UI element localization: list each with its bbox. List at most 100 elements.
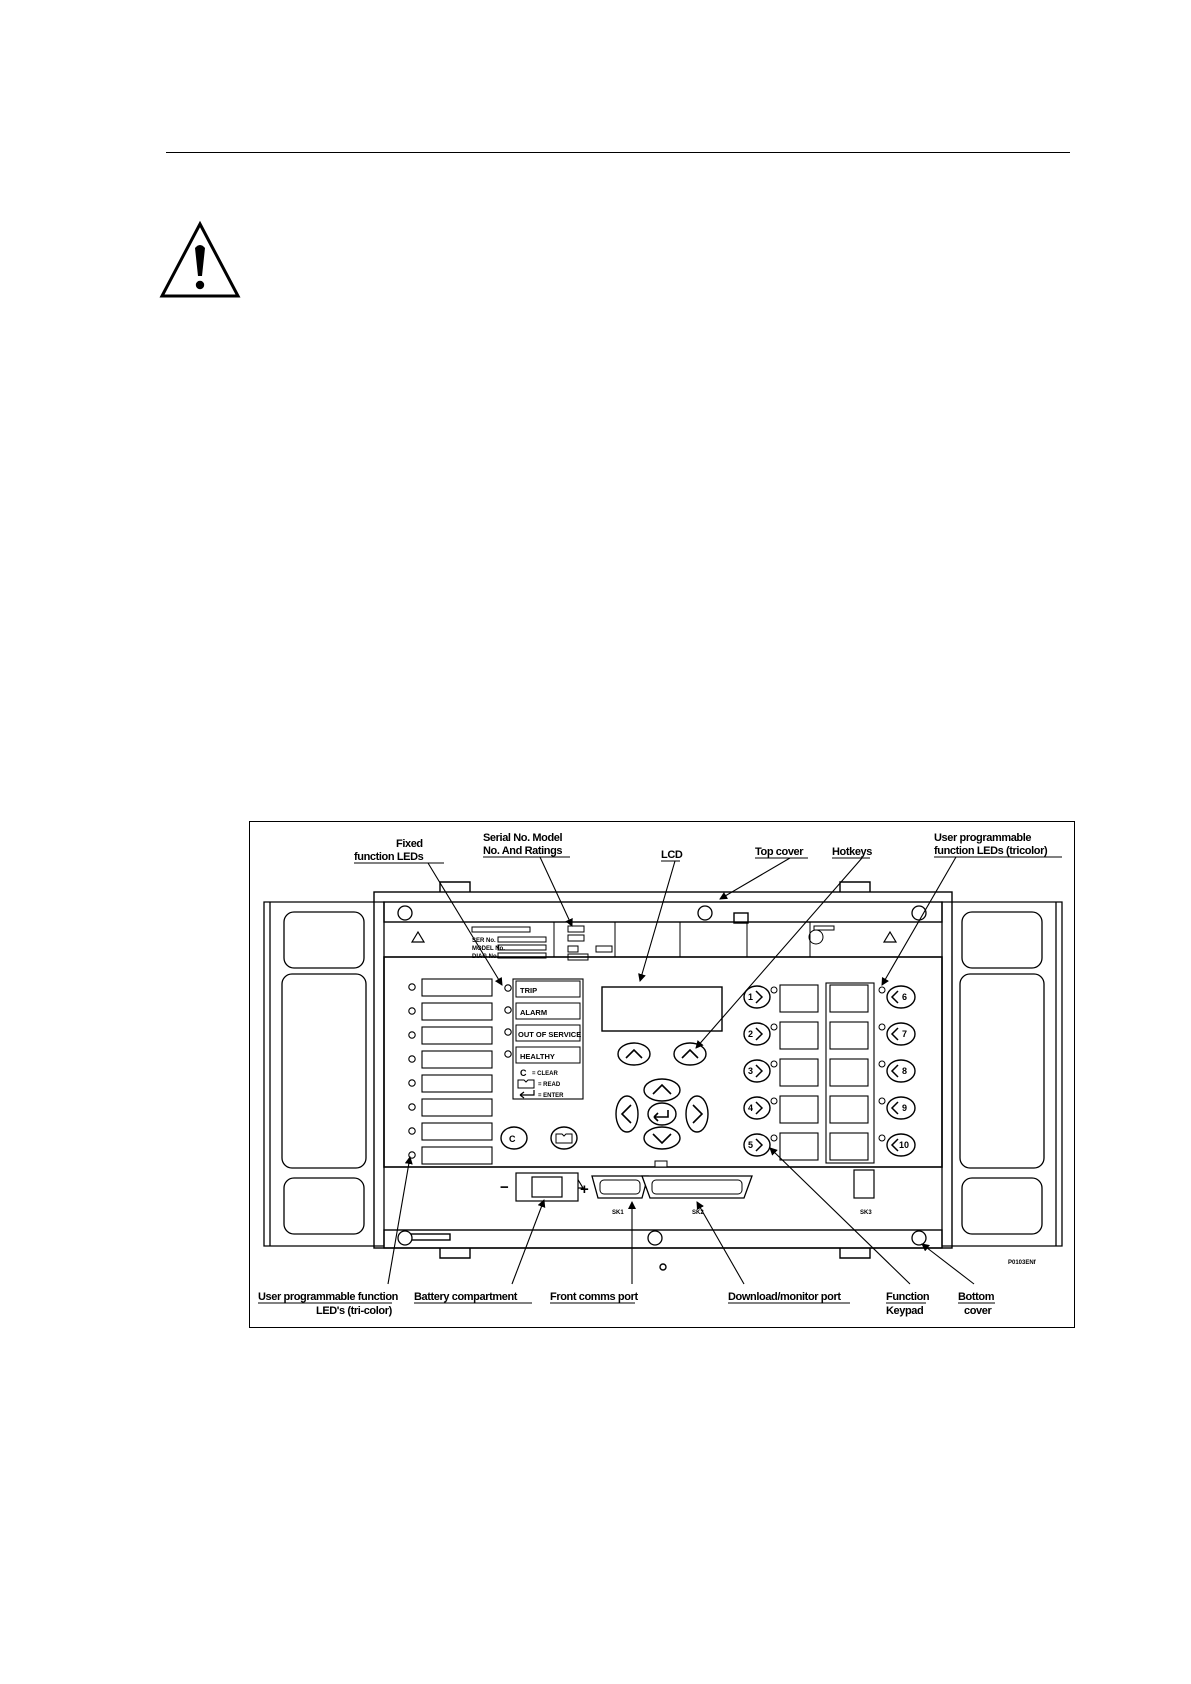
legend-clear: = CLEAR — [532, 1071, 559, 1077]
hotkey-left-chevron-icon — [625, 1048, 643, 1059]
callout-fixed-leds-1: Fixed — [396, 838, 423, 850]
function-key-7[interactable]: 7 — [829, 1021, 916, 1050]
function-key-2-arrow-icon — [755, 1027, 764, 1041]
download-monitor-port[interactable]: SK2 — [641, 1175, 753, 1216]
fixed-led-trip: TRIP — [504, 980, 581, 998]
up-arrow-icon — [652, 1083, 672, 1095]
nav-up-key[interactable] — [643, 1078, 681, 1102]
fixed-led-label-out-of-service: OUT OF SERVICE — [518, 1030, 581, 1039]
function-key-6-arrow-icon — [890, 990, 899, 1004]
callout-user-leds-bottom-2: LED's (tri-color) — [316, 1305, 393, 1317]
function-key-7-arrow-icon — [890, 1027, 899, 1041]
callout-lcd: LCD — [661, 849, 683, 861]
cover-screw-tl — [397, 905, 413, 921]
function-key-8-label: 8 — [902, 1066, 907, 1076]
ratings-label-area — [471, 922, 835, 961]
battery-minus: − — [500, 1179, 509, 1196]
sk3-port: SK3 — [853, 1169, 875, 1216]
fixed-led-healthy: HEALTHY — [504, 1046, 581, 1064]
function-key-7-label: 7 — [902, 1029, 907, 1039]
read-key[interactable] — [550, 1126, 578, 1150]
enter-icon — [653, 1110, 669, 1122]
bottom-cover — [383, 1229, 943, 1249]
battery-plus: + — [580, 1181, 589, 1198]
callout-keypad-2: Keypad — [886, 1305, 923, 1317]
cover-screw-bl — [397, 1230, 413, 1246]
ratings-row-ser: SER No. — [472, 938, 496, 944]
nav-down-key[interactable] — [643, 1126, 681, 1150]
hotkey-right[interactable] — [673, 1042, 707, 1066]
callout-battery: Battery compartment — [414, 1291, 518, 1303]
lcd-display — [601, 986, 723, 1032]
read-key-book-icon — [555, 1133, 573, 1144]
fixed-led-label-healthy: HEALTHY — [520, 1052, 555, 1061]
callout-hotkeys: Hotkeys — [832, 846, 872, 858]
warning-icon — [159, 220, 241, 298]
function-key-10-label: 10 — [899, 1140, 909, 1150]
top-cover — [383, 901, 943, 923]
clear-key[interactable]: C — [500, 1126, 528, 1150]
figure-reference: P0103ENf — [1008, 1260, 1037, 1266]
battery-compartment[interactable]: − + — [500, 1172, 589, 1202]
clear-key-label: C — [509, 1134, 516, 1144]
function-key-8-arrow-icon — [890, 1064, 899, 1078]
function-key-8[interactable]: 8 — [829, 1058, 916, 1087]
panel-slot — [654, 1160, 668, 1168]
nav-enter-key[interactable] — [647, 1102, 677, 1126]
function-key-5-label: 5 — [748, 1140, 753, 1150]
left-arrow-icon — [620, 1104, 632, 1124]
function-key-2-label: 2 — [748, 1029, 753, 1039]
side-bracket-left — [263, 901, 385, 1247]
function-key-2[interactable]: 2 — [743, 1021, 819, 1050]
function-key-6[interactable]: 6 — [829, 984, 916, 1013]
function-key-5-arrow-icon — [755, 1138, 764, 1152]
port-sk3-label: SK3 — [860, 1210, 872, 1216]
nav-right-key[interactable] — [685, 1095, 709, 1133]
port-sk2-label: SK2 — [692, 1210, 704, 1216]
function-key-4-label: 4 — [748, 1103, 753, 1113]
fixed-led-out-of-service: OUT OF SERVICE — [504, 1024, 581, 1042]
function-key-4-arrow-icon — [755, 1101, 764, 1115]
function-key-1-label: 1 — [748, 992, 753, 1002]
relay-front-panel-figure: SER No. MODEL No. DIAG No. TRIP ALARM OU… — [249, 821, 1075, 1328]
function-key-3-label: 3 — [748, 1066, 753, 1076]
function-key-3-arrow-icon — [755, 1064, 764, 1078]
hotkey-left[interactable] — [617, 1042, 651, 1066]
function-key-9[interactable]: 9 — [829, 1095, 916, 1124]
callout-bottom-cover-1: Bottom — [958, 1291, 995, 1303]
cover-screw-bc — [647, 1230, 663, 1246]
fixed-led-label-alarm: ALARM — [520, 1008, 547, 1017]
function-key-10-arrow-icon — [890, 1138, 899, 1152]
port-sk1-label: SK1 — [612, 1210, 624, 1216]
function-key-10[interactable]: 10 — [829, 1132, 916, 1161]
callout-top-cover: Top cover — [755, 846, 804, 858]
function-key-9-label: 9 — [902, 1103, 907, 1113]
callout-keypad-1: Function — [886, 1291, 930, 1303]
hotkey-right-chevron-icon — [681, 1048, 699, 1059]
function-key-3[interactable]: 3 — [743, 1058, 819, 1087]
function-key-5[interactable]: 5 — [743, 1132, 819, 1161]
ratings-row-model: MODEL No. — [472, 946, 505, 952]
callout-front-comms: Front comms port — [550, 1291, 638, 1303]
legend-enter: = ENTER — [538, 1093, 564, 1099]
header-rule — [166, 152, 1070, 153]
fixed-led-label-trip: TRIP — [520, 986, 537, 995]
callout-user-leds-top-1: User programmable — [934, 832, 1031, 844]
callout-download: Download/monitor port — [728, 1291, 841, 1303]
right-arrow-icon — [692, 1104, 704, 1124]
enter-arrow-icon — [519, 1090, 535, 1099]
callout-serial-2: No. And Ratings — [483, 845, 562, 857]
callout-fixed-leds-2: function LEDs — [354, 851, 424, 863]
function-key-1-arrow-icon — [755, 990, 764, 1004]
down-arrow-icon — [652, 1133, 672, 1145]
function-key-1[interactable]: 1 — [743, 984, 819, 1013]
nav-left-key[interactable] — [615, 1095, 639, 1133]
function-key-4[interactable]: 4 — [743, 1095, 819, 1124]
key-legend: C = CLEAR = READ = ENTER — [517, 1068, 564, 1099]
front-comms-port[interactable]: SK1 — [591, 1175, 649, 1216]
fixed-led-alarm: ALARM — [504, 1002, 581, 1020]
clear-legend-icon: C — [520, 1068, 527, 1078]
book-icon — [517, 1079, 535, 1089]
callout-serial-1: Serial No. Model — [483, 832, 563, 844]
callout-bottom-cover-2: cover — [964, 1305, 992, 1317]
